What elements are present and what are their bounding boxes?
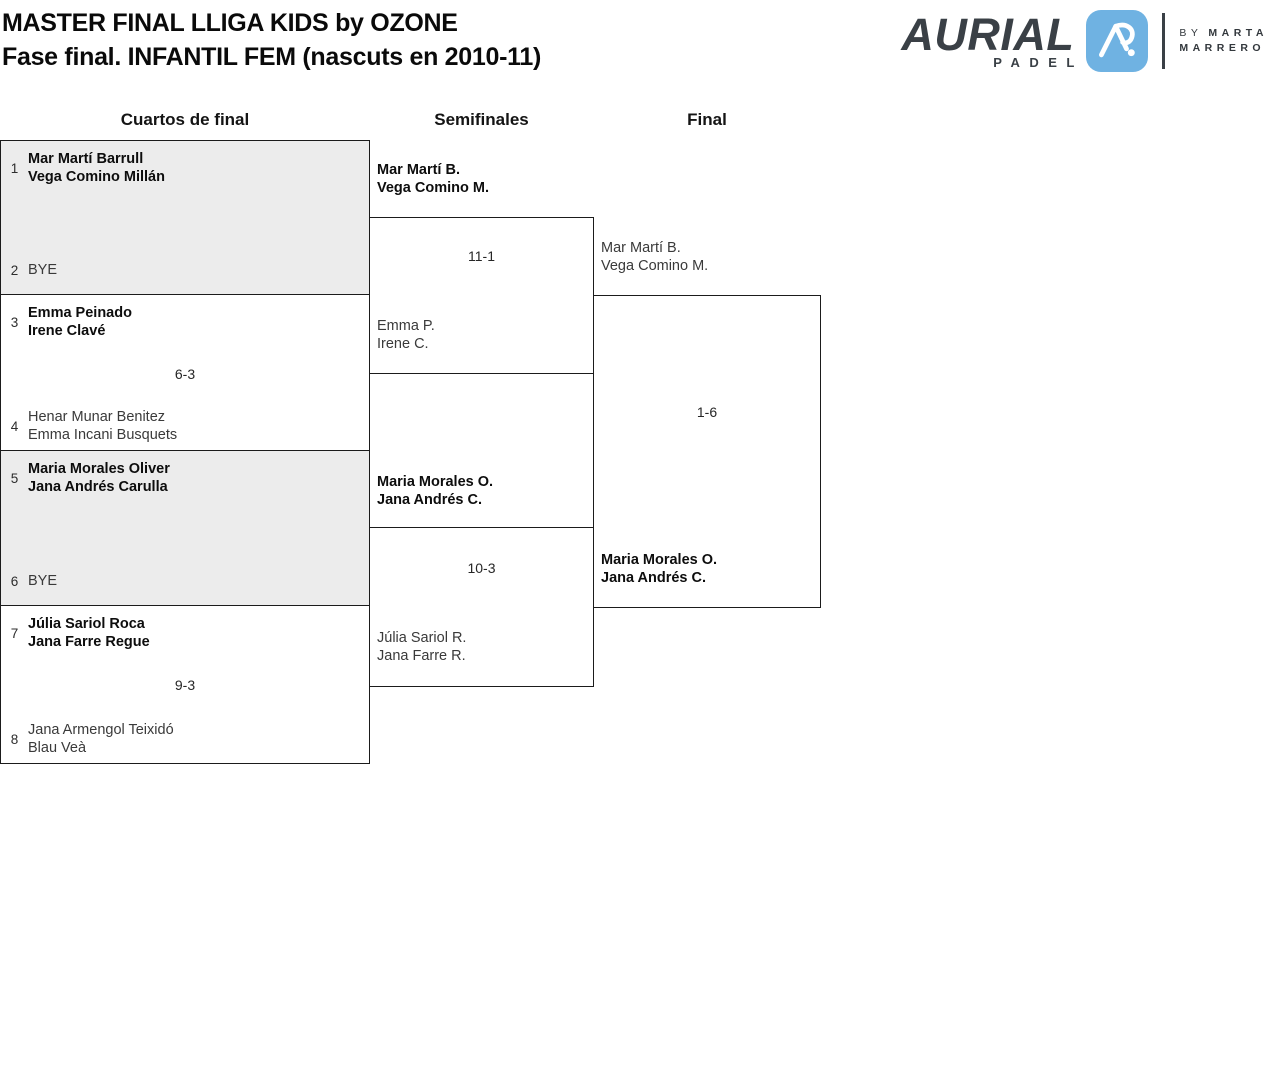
player-name: Jana Andrés Carulla	[28, 479, 168, 495]
brand-logo: AURIAL PADEL BY MARTA MARRERO	[901, 10, 1268, 72]
page-title: MASTER FINAL LLIGA KIDS by OZONE	[2, 9, 458, 37]
match-score: 9-3	[174, 677, 196, 693]
byline-name-line1: MARTA	[1208, 27, 1268, 39]
team-names: Júlia Sariol Roca Jana Farre Regue	[28, 615, 150, 651]
semifinal-1-score: 11-1	[468, 248, 495, 264]
page-title-block: MASTER FINAL LLIGA KIDS by OZONE Fase fi…	[2, 6, 541, 74]
player-name: Mar Martí B.	[601, 240, 681, 256]
brand-sub-label: PADEL	[993, 55, 1084, 70]
team-row: 8 Jana Armengol Teixidó Blau Veà	[1, 721, 369, 757]
player-name: Irene Clavé	[28, 323, 106, 339]
player-name: Irene C.	[377, 336, 429, 352]
quarterfinal-match-4: 7 Júlia Sariol Roca Jana Farre Regue 9-3…	[0, 605, 370, 764]
player-name: Jana Farre Regue	[28, 634, 150, 650]
seed-number: 3	[10, 314, 19, 330]
team-row: 6 BYE	[1, 572, 369, 590]
column-header-quarterfinals: Cuartos de final	[120, 110, 250, 129]
seed-number: 5	[10, 470, 19, 486]
team-names: BYE	[28, 261, 57, 279]
player-name: Henar Munar Benitez	[28, 409, 166, 425]
seed-number: 1	[10, 160, 19, 176]
semifinal-2-team-top: Maria Morales O. Jana Andrés C.	[377, 473, 493, 509]
team-names: Maria Morales Oliver Jana Andrés Carulla	[28, 460, 170, 496]
semifinal-2-score: 10-3	[467, 560, 496, 576]
quarterfinal-match-3: 5 Maria Morales Oliver Jana Andrés Carul…	[0, 450, 370, 606]
team-row: 3 Emma Peinado Irene Clavé	[1, 304, 369, 340]
page-subtitle: Fase final. INFANTIL FEM (nascuts en 201…	[2, 43, 541, 71]
player-name: Vega Comino M.	[377, 180, 489, 196]
player-name: Mar Martí Barrull	[28, 151, 144, 167]
team-names: Emma Peinado Irene Clavé	[28, 304, 132, 340]
logo-byline: BY MARTA MARRERO	[1179, 26, 1268, 56]
player-name: Mar Martí B.	[377, 162, 460, 178]
bye-label: BYE	[28, 573, 58, 589]
team-row: 7 Júlia Sariol Roca Jana Farre Regue	[1, 615, 369, 651]
brand-wordmark: AURIAL PADEL	[901, 12, 1074, 70]
team-row: 4 Henar Munar Benitez Emma Incani Busque…	[1, 408, 369, 444]
seed-number: 7	[10, 625, 19, 641]
semifinal-1-team-bottom: Emma P. Irene C.	[377, 317, 435, 353]
brand-name: AURIAL	[901, 9, 1075, 60]
column-header-semifinals: Semifinales	[434, 110, 529, 129]
team-names: BYE	[28, 572, 57, 590]
byline-name-line2: MARRERO	[1179, 42, 1266, 54]
player-name: Maria Morales O.	[377, 474, 494, 490]
player-name: Júlia Sariol R.	[377, 630, 467, 646]
semifinal-2-team-bottom: Júlia Sariol R. Jana Farre R.	[377, 629, 466, 665]
final-team-bottom-champion: Maria Morales O. Jana Andrés C.	[601, 551, 717, 587]
final-team-top: Mar Martí B. Vega Comino M.	[601, 239, 708, 275]
player-name: Jana Andrés C.	[377, 492, 483, 508]
team-row: 1 Mar Martí Barrull Vega Comino Millán	[1, 150, 369, 186]
semifinal-1-team-top: Mar Martí B. Vega Comino M.	[377, 161, 489, 197]
team-names: Jana Armengol Teixidó Blau Veà	[28, 721, 174, 757]
bye-label: BYE	[28, 262, 58, 278]
brand-monogram-icon	[1086, 10, 1149, 72]
match-score: 6-3	[174, 366, 196, 382]
player-name: Maria Morales O.	[601, 552, 718, 568]
column-header-final: Final	[687, 110, 727, 129]
final-score: 1-6	[696, 404, 718, 420]
player-name: Emma Peinado	[28, 305, 132, 321]
quarterfinal-match-1: 1 Mar Martí Barrull Vega Comino Millán 2…	[0, 140, 370, 295]
player-name: Vega Comino M.	[601, 258, 709, 274]
team-names: Mar Martí Barrull Vega Comino Millán	[28, 150, 165, 186]
player-name: Blau Veà	[28, 740, 87, 756]
player-name: Jana Andrés C.	[601, 570, 707, 586]
seed-number: 4	[10, 418, 19, 434]
player-name: Emma Incani Busquets	[28, 427, 178, 443]
player-name: Maria Morales Oliver	[28, 461, 170, 477]
seed-number: 6	[10, 573, 19, 589]
byline-prefix: BY	[1179, 27, 1203, 39]
logo-divider	[1162, 13, 1166, 69]
team-names: Henar Munar Benitez Emma Incani Busquets	[28, 408, 177, 444]
player-name: Vega Comino Millán	[28, 169, 165, 185]
seed-number: 2	[10, 262, 19, 278]
player-name: Emma P.	[377, 318, 435, 334]
seed-number: 8	[10, 731, 19, 747]
player-name: Jana Armengol Teixidó	[28, 722, 174, 738]
quarterfinal-match-2: 3 Emma Peinado Irene Clavé 6-3 4 Henar M…	[0, 294, 370, 451]
team-row: 2 BYE	[1, 261, 369, 279]
player-name: Jana Farre R.	[377, 648, 466, 664]
final-match-box	[593, 295, 821, 608]
team-row: 5 Maria Morales Oliver Jana Andrés Carul…	[1, 460, 369, 496]
player-name: Júlia Sariol Roca	[28, 616, 145, 632]
